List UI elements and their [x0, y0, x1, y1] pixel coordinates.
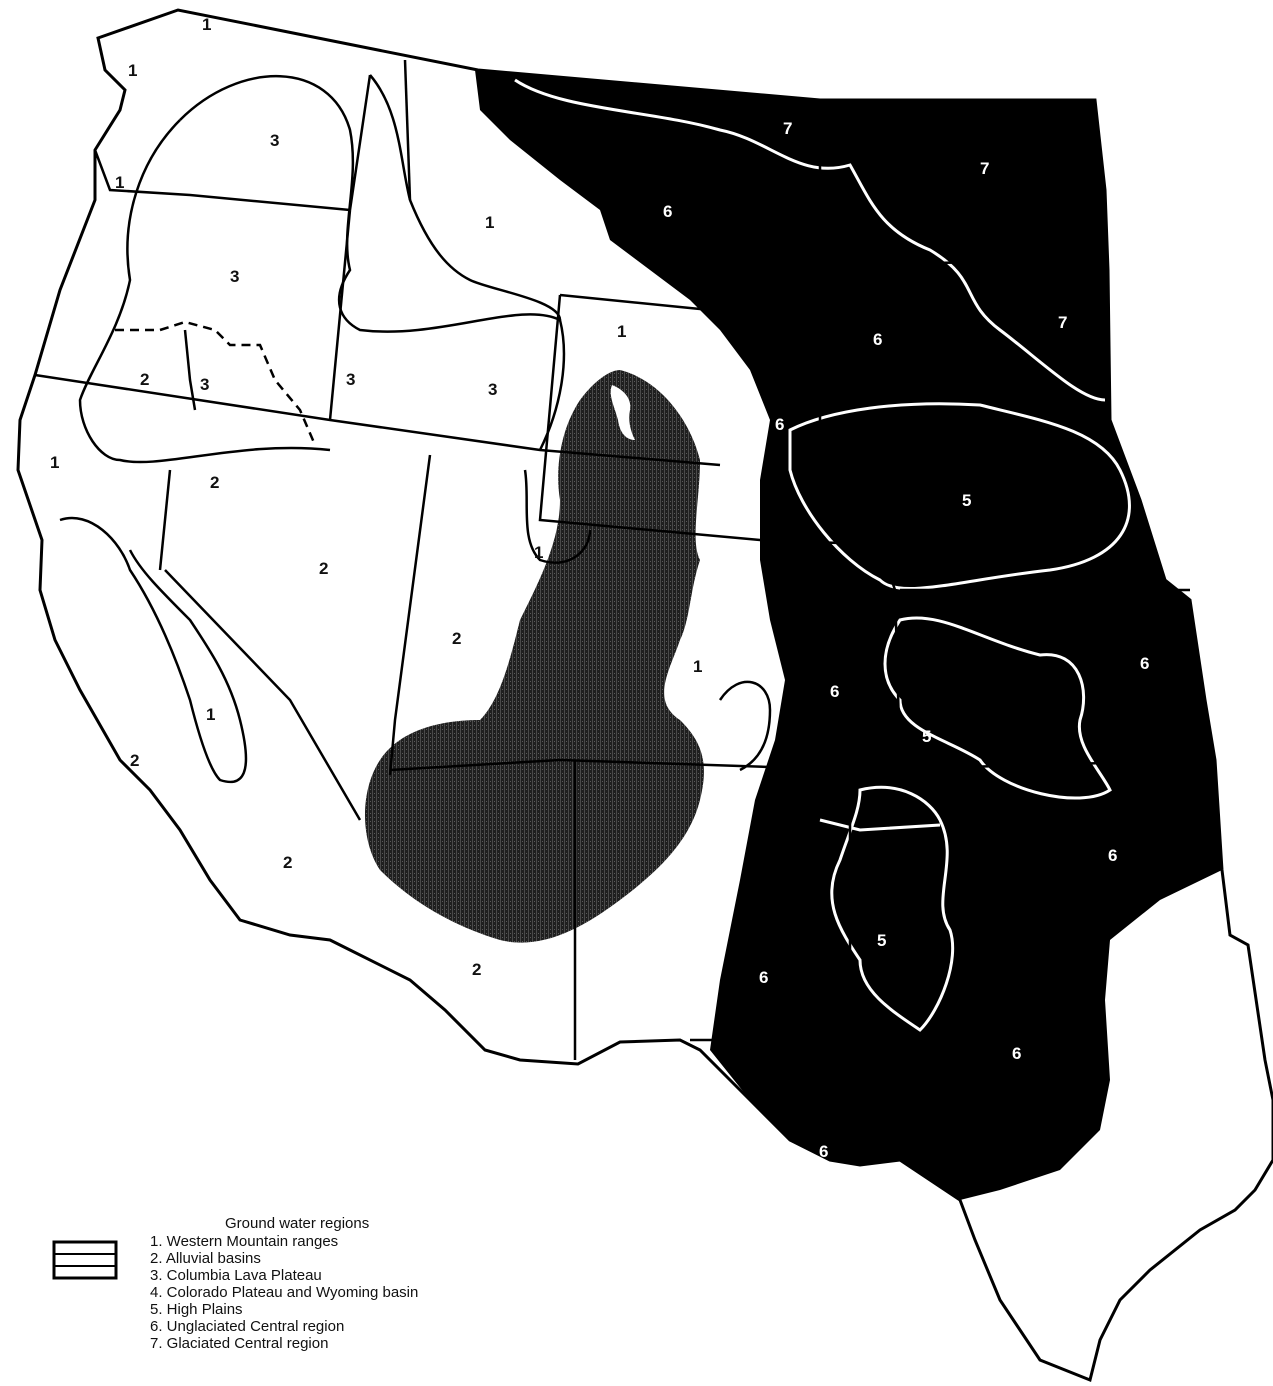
label-or-2: 2: [140, 370, 149, 389]
colorado-plateau-region: [365, 370, 704, 943]
state-boundaries: [34, 59, 1211, 1060]
inner-boundaries: [514, 78, 1131, 1032]
legend-item: 2. Alluvial basins: [150, 1250, 261, 1267]
legend-item: 6. Unglaciated Central region: [150, 1318, 345, 1335]
label-ut-1: 1: [534, 543, 543, 562]
label-ca-1: 1: [50, 453, 59, 472]
legend-swatch-icon: [52, 1240, 118, 1280]
label-id-3b: 3: [488, 380, 497, 399]
label-ks-6: 6: [1140, 654, 1149, 673]
legend: Ground water regions 1. Western Mountain…: [150, 1215, 570, 1352]
legend-list: 1. Western Mountain ranges 2. Alluvial b…: [150, 1233, 570, 1352]
label-az-2a: 2: [283, 853, 292, 872]
region-labels: 1 1 1 3 3 2 3 3 3 1 1 2 2 1 2 1 2 2 2 1 …: [50, 15, 1149, 1161]
label-mt-7: 7: [783, 119, 792, 138]
legend-item: 3. Columbia Lava Plateau: [150, 1267, 322, 1284]
label-or-1: 1: [115, 173, 124, 192]
label-or-3: 3: [230, 267, 239, 286]
label-id-3: 3: [346, 370, 355, 389]
label-mt-6: 6: [663, 202, 672, 221]
label-wy-1: 1: [617, 322, 626, 341]
label-or-3b: 3: [200, 375, 209, 394]
label-sd-6: 6: [873, 330, 882, 349]
label-ne-5: 5: [962, 491, 971, 510]
label-mt-1: 1: [485, 213, 494, 232]
label-ks-5: 5: [922, 727, 931, 746]
label-wy-6: 6: [775, 415, 784, 434]
label-ca-1b: 1: [206, 705, 215, 724]
label-co-1: 1: [693, 657, 702, 676]
label-az-2b: 2: [472, 960, 481, 979]
label-tx-6b: 6: [819, 1142, 828, 1161]
legend-item: 7. Glaciated Central region: [150, 1335, 329, 1352]
label-ok-6: 6: [1108, 846, 1117, 865]
label-co-6: 6: [830, 682, 839, 701]
legend-title: Ground water regions: [225, 1215, 370, 1232]
label-nv-2: 2: [210, 473, 219, 492]
label-nd-7: 7: [980, 159, 989, 178]
label-wa-1b: 1: [202, 15, 211, 34]
label-nm-6: 6: [759, 968, 768, 987]
region-boundaries: [59, 74, 772, 784]
central-plains-region: [475, 70, 1222, 1200]
legend-item: 5. High Plains: [150, 1301, 243, 1318]
label-ut-2: 2: [452, 629, 461, 648]
colorado-plateau-notch: [610, 385, 635, 440]
label-tx-6: 6: [1012, 1044, 1021, 1063]
legend-item: 1. Western Mountain ranges: [150, 1233, 339, 1250]
label-sd-7: 7: [1058, 313, 1067, 332]
label-wa-1a: 1: [128, 61, 137, 80]
label-idn-3: 3: [270, 131, 279, 150]
legend-item: 4. Colorado Plateau and Wyoming basin: [150, 1284, 419, 1301]
label-nv-2b: 2: [319, 559, 328, 578]
label-ca-2: 2: [130, 751, 139, 770]
label-tx-5: 5: [877, 931, 886, 950]
